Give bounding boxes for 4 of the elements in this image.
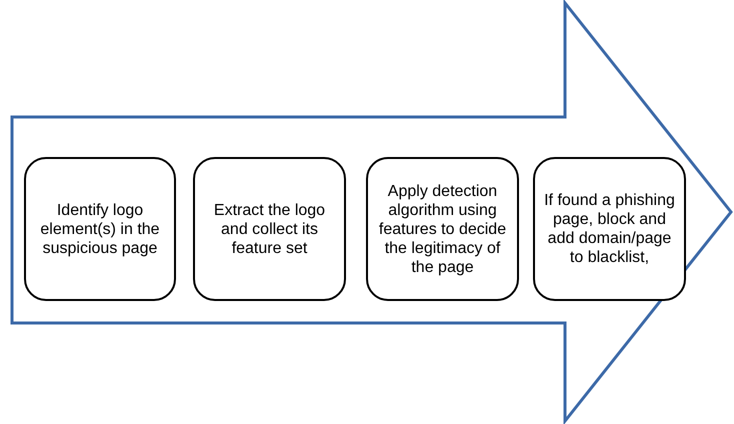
process-box: If found a phishing page, block and add domain/page to blacklist,	[533, 157, 686, 301]
process-box: Identify logo element(s) in the suspicious page	[24, 157, 176, 301]
process-box: Extract the logo and collect its feature set	[193, 157, 346, 301]
process-box: Apply detection algorithm using features to decide the legitimacy of the page	[366, 157, 519, 301]
